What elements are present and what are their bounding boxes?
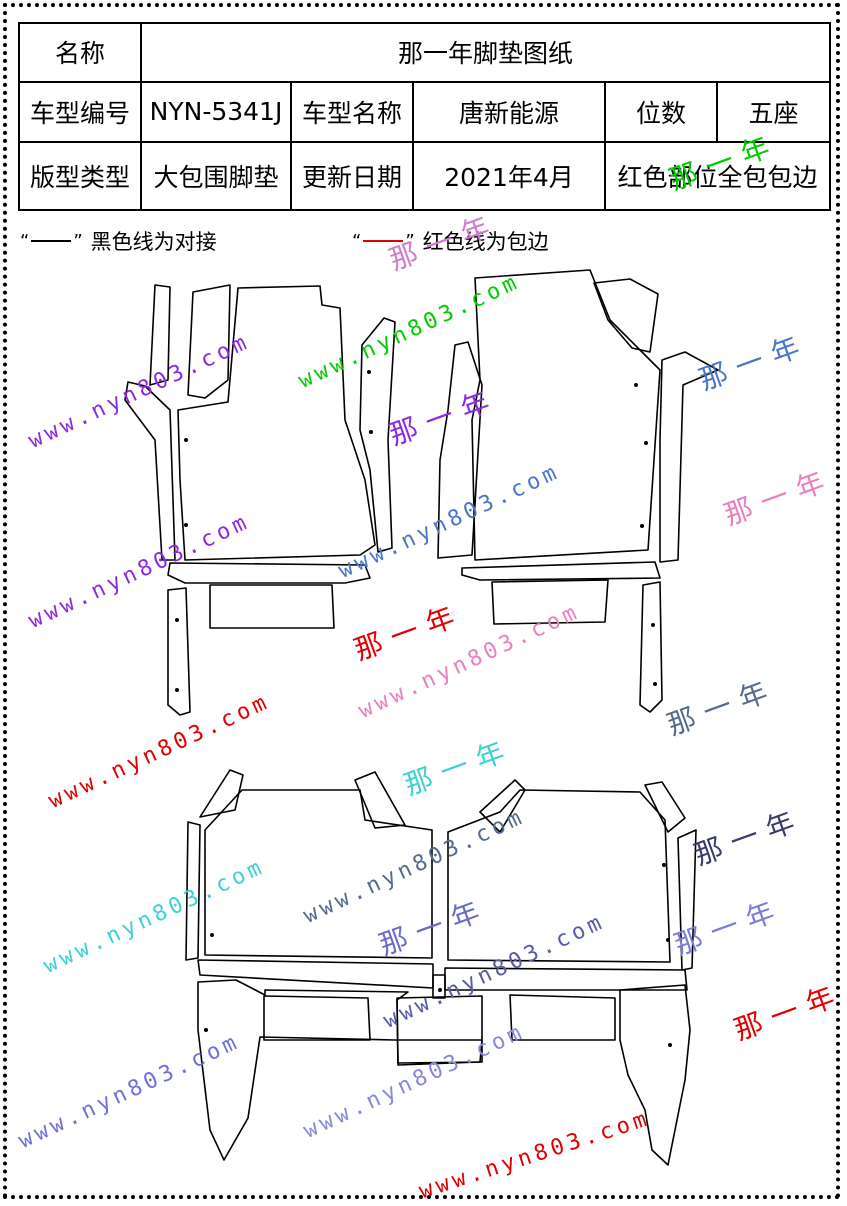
rear-left-pocket	[263, 995, 371, 1041]
rear-left-footrest-strip	[197, 959, 434, 989]
rear-left-corner-flap	[199, 769, 244, 818]
update-value: 2021年4月	[412, 141, 606, 211]
model-code-label: 车型编号	[18, 80, 142, 144]
model-name-value: 唐新能源	[412, 80, 606, 144]
rear-center-left-flap	[354, 771, 406, 829]
legend-close-quote-red: ”	[405, 230, 415, 252]
front-left-main-mat	[177, 285, 376, 561]
legend-black: “ ” 黑色线为对接	[20, 226, 217, 256]
rear-right-main-mat	[447, 789, 671, 963]
black-line-sample	[31, 240, 72, 242]
model-name-label: 车型名称	[290, 80, 414, 144]
update-label: 更新日期	[290, 141, 414, 211]
front-left-footrest-strip	[167, 562, 371, 584]
front-right-main-mat	[471, 269, 661, 561]
rear-right-pocket	[509, 994, 616, 1041]
front-left-tunnel-piece	[187, 284, 231, 399]
rear-left-side-strip	[185, 821, 201, 961]
front-right-kick-panel	[593, 278, 659, 353]
name-label: 名称	[18, 22, 142, 83]
legend-red: “ ” 红色线为包边	[352, 226, 549, 256]
dotted-page-border	[3, 3, 840, 1199]
front-left-door-strip	[359, 317, 396, 553]
legend-black-text: 黑色线为对接	[90, 230, 217, 254]
name-value: 那一年脚垫图纸	[139, 22, 832, 83]
rear-right-corner-flap	[644, 781, 686, 833]
seats-label: 位数	[604, 80, 718, 144]
legend-red-text: 红色线为包边	[422, 230, 549, 254]
legend-open-quote: “	[20, 230, 30, 252]
front-right-sill-strip	[659, 351, 719, 563]
seats-value: 五座	[715, 80, 832, 144]
spec-table: 名称 那一年脚垫图纸 车型编号 NYN-5341J 车型名称 唐新能源 位数 五…	[18, 22, 832, 211]
front-left-side-strip	[149, 284, 171, 386]
rear-center-right-flap	[479, 779, 526, 833]
front-left-lower-pocket	[209, 584, 335, 629]
front-right-rear-sill	[639, 581, 663, 713]
front-right-footrest-strip	[461, 561, 661, 581]
front-left-sill-strip	[124, 381, 176, 561]
pattern-type-label: 版型类型	[18, 141, 142, 211]
rear-center-tunnel	[432, 974, 446, 999]
model-code-value: NYN-5341J	[140, 80, 292, 144]
red-note: 红色部位全包包边	[603, 141, 832, 211]
front-right-lower-pocket	[491, 579, 609, 625]
legend-close-quote: ”	[73, 230, 83, 252]
rear-right-footrest-strip	[444, 967, 688, 991]
rear-right-side-strip	[677, 829, 697, 971]
rear-left-lower-mat	[197, 979, 483, 1161]
pattern-type-value: 大包围脚垫	[140, 141, 292, 211]
rear-center-pocket	[396, 995, 483, 1064]
front-left-rear-sill	[167, 587, 191, 716]
front-right-door-strip	[437, 341, 483, 559]
rear-right-lower-mat	[619, 984, 691, 1166]
rear-left-main-mat	[204, 789, 433, 959]
legend-open-quote-red: “	[352, 230, 362, 252]
red-line-sample	[363, 240, 404, 242]
